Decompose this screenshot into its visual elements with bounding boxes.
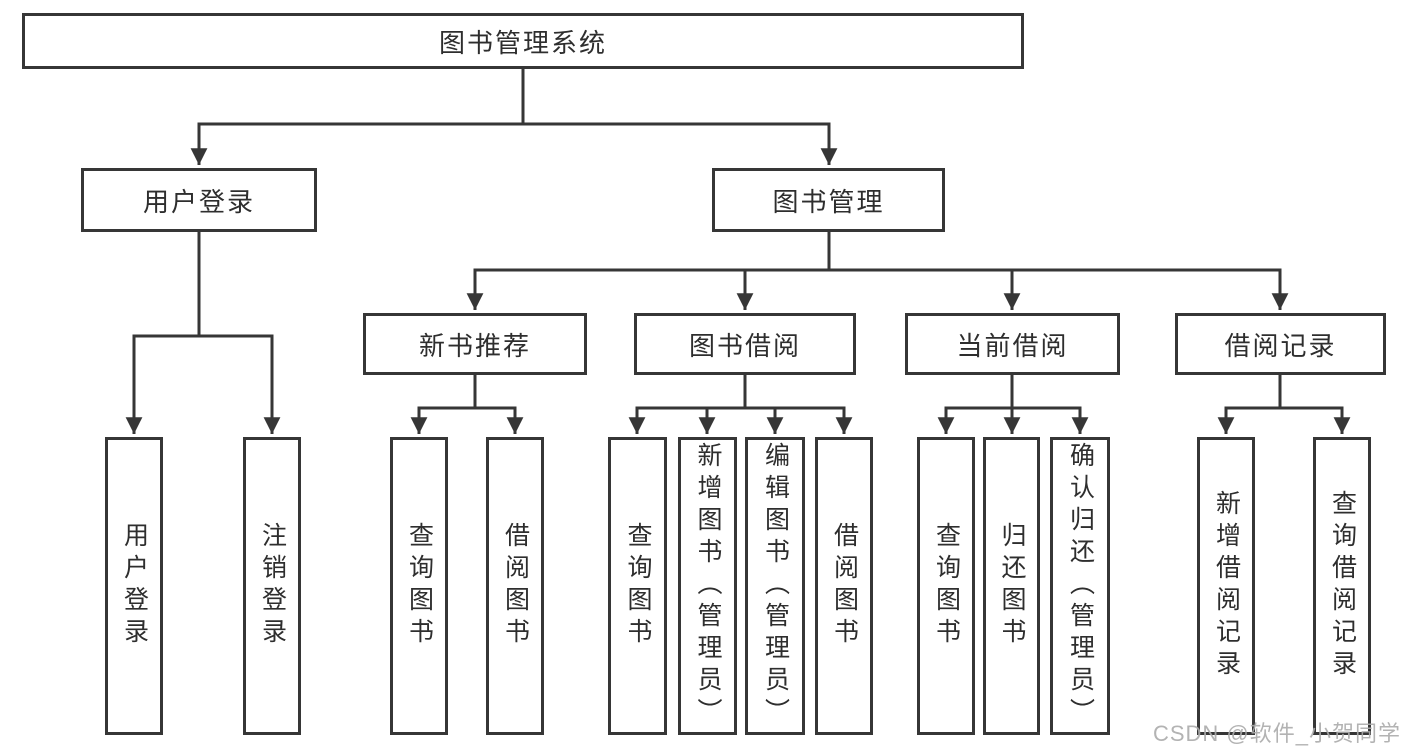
leaf-label: 借阅图书 <box>501 522 530 650</box>
leaf-label: 借阅图书 <box>830 522 859 650</box>
leaf-newbook-borrow-books: 借阅图书 <box>486 437 544 735</box>
leaf-label: 查询图书 <box>624 522 652 650</box>
node-current-borrow: 当前借阅 <box>905 313 1120 375</box>
leaf-label: 查询图书 <box>405 522 434 650</box>
csdn-watermark: CSDN @软件_小贺同学 <box>1152 721 1401 746</box>
leaf-borrow-edit-books-admin: 编辑图书（管理员） <box>745 437 805 735</box>
leaf-label: 归还图书 <box>998 522 1026 650</box>
connector-bookmgmt-to-level3 <box>466 232 1289 310</box>
node-user-login: 用户登录 <box>81 168 317 232</box>
connector-userlogin-to-leaves <box>125 232 281 434</box>
leaf-records-add-record: 新增借阅记录 <box>1197 437 1255 735</box>
leaf-label: 新增借阅记录 <box>1212 490 1241 682</box>
leaf-label: 查询图书 <box>932 522 961 650</box>
leaf-logout: 注销登录 <box>243 437 301 735</box>
node-borrow-records: 借阅记录 <box>1175 313 1386 375</box>
connector-newbook-to-leaves <box>410 375 524 434</box>
leaf-label: 确认归还（管理员） <box>1066 442 1095 730</box>
leaf-current-query-books: 查询图书 <box>917 437 975 735</box>
node-book-management: 图书管理 <box>712 168 945 232</box>
connector-borrow-to-leaves <box>628 375 853 434</box>
leaf-borrow-borrow-books: 借阅图书 <box>815 437 873 735</box>
leaf-label: 新增图书（管理员） <box>694 442 722 730</box>
leaf-borrow-query-books: 查询图书 <box>608 437 667 735</box>
node-book-borrow: 图书借阅 <box>634 313 856 375</box>
leaf-label: 注销登录 <box>258 522 287 650</box>
leaf-label: 用户登录 <box>120 522 149 650</box>
leaf-current-return-books: 归还图书 <box>983 437 1040 735</box>
leaf-label: 编辑图书（管理员） <box>761 442 790 730</box>
leaf-user-login: 用户登录 <box>105 437 163 735</box>
leaf-current-confirm-return-admin: 确认归还（管理员） <box>1050 437 1110 735</box>
leaf-borrow-add-books-admin: 新增图书（管理员） <box>678 437 737 735</box>
node-system-root: 图书管理系统 <box>22 13 1024 69</box>
leaf-label: 查询借阅记录 <box>1328 490 1357 682</box>
connector-current-to-leaves <box>937 375 1089 434</box>
connector-records-to-leaves <box>1217 375 1351 434</box>
node-new-book-recommend: 新书推荐 <box>363 313 587 375</box>
leaf-newbook-query-books: 查询图书 <box>390 437 448 735</box>
leaf-records-query-record: 查询借阅记录 <box>1313 437 1371 735</box>
connector-root-to-level2 <box>190 69 838 165</box>
